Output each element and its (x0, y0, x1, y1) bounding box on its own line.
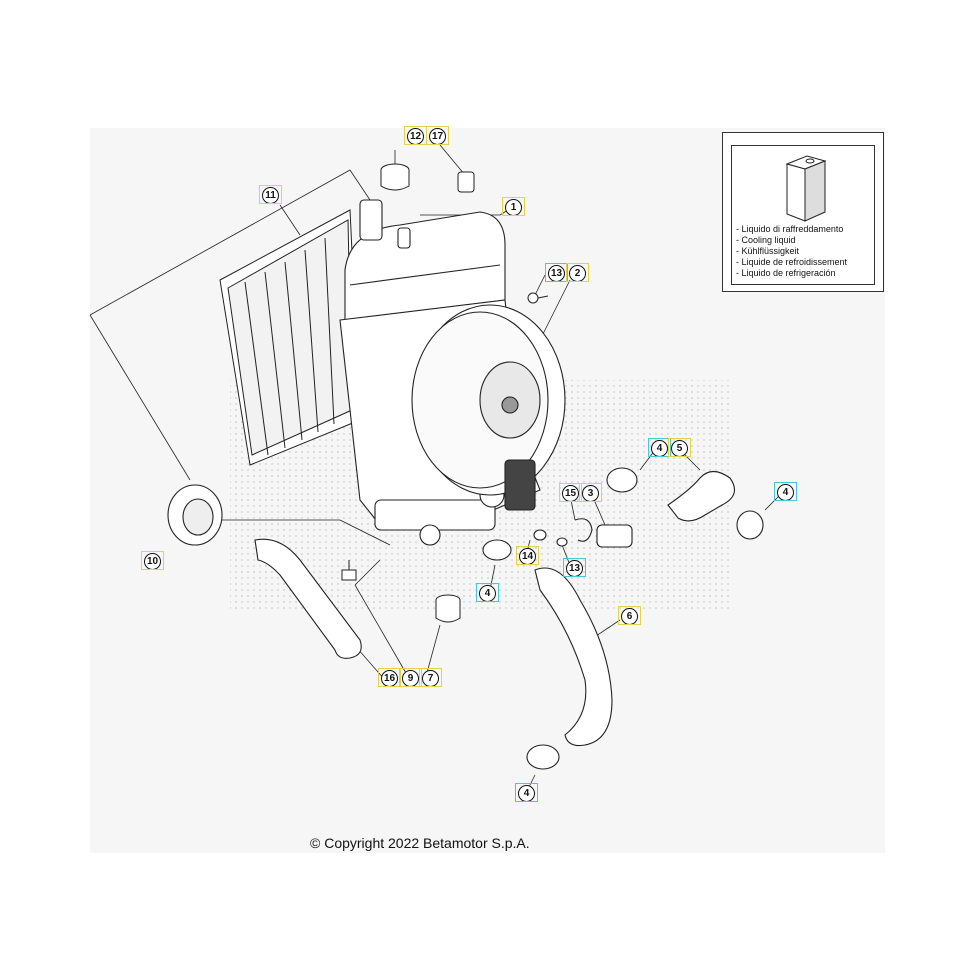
bolt (527, 292, 549, 304)
callout-c12: 12 (404, 126, 427, 145)
callout-number: 7 (422, 670, 439, 687)
callout-highlight (259, 185, 282, 204)
callout-highlight (668, 438, 691, 457)
callout-c13a: 13 (545, 263, 568, 282)
callout-highlight (648, 438, 671, 457)
callout-c5: 5 (668, 438, 691, 457)
callout-c14: 14 (516, 546, 539, 565)
callout-c17: 17 (426, 126, 449, 145)
callout-highlight (579, 483, 602, 502)
callout-highlight (515, 783, 538, 802)
callout-c13b: 13 (563, 558, 586, 577)
grommet-cap (380, 163, 410, 191)
callout-c11: 11 (259, 185, 282, 204)
callout-highlight (419, 668, 442, 687)
legend-line-english: - Cooling liquid (736, 235, 796, 245)
main-hose (534, 567, 613, 747)
legend-frame: - Liquido di raffreddamento - Cooling li… (731, 145, 875, 285)
legend-text: - Liquido di raffreddamento - Cooling li… (736, 224, 847, 279)
callout-highlight (378, 668, 401, 687)
callout-highlight (566, 263, 589, 282)
callout-c1: 1 (502, 197, 525, 216)
clip (457, 171, 475, 193)
callout-c4d: 4 (515, 783, 538, 802)
callout-highlight (563, 558, 586, 577)
lower-hose (254, 538, 362, 659)
fan-sensor (533, 518, 633, 548)
callout-highlight (618, 606, 641, 625)
callout-c10: 10 (141, 551, 164, 570)
hose-clamps (482, 467, 764, 770)
callout-c6: 6 (618, 606, 641, 625)
callout-c4a: 4 (648, 438, 671, 457)
expansion-tank (344, 199, 506, 321)
callout-c4c: 4 (476, 583, 499, 602)
rubber-spacer (435, 594, 461, 623)
callout-highlight (559, 483, 582, 502)
callout-number: 6 (621, 608, 638, 625)
callout-highlight (774, 482, 797, 501)
callout-highlight (399, 668, 422, 687)
callout-highlight (502, 197, 525, 216)
callout-highlight (545, 263, 568, 282)
legend-line-german: - Kühlflüssigkeit (736, 246, 800, 256)
callout-c15: 15 (559, 483, 582, 502)
callout-c7: 7 (419, 668, 442, 687)
coolant-bottle-icon (785, 155, 827, 222)
upper-hose (667, 470, 736, 522)
radiator-cap (167, 484, 223, 546)
copyright-notice: © Copyright 2022 Betamotor S.p.A. (310, 835, 530, 851)
callout-c16: 16 (378, 668, 401, 687)
callout-highlight (404, 126, 427, 145)
cooling-fan (411, 304, 566, 511)
radiator-core (219, 209, 361, 466)
callout-c2: 2 (566, 263, 589, 282)
coolant-legend: - Liquido di raffreddamento - Cooling li… (722, 132, 884, 292)
callout-highlight (426, 126, 449, 145)
callout-highlight (476, 583, 499, 602)
legend-line-spanish: - Liquido de refrigeración (736, 268, 836, 278)
callout-c3: 3 (579, 483, 602, 502)
callout-c4b: 4 (774, 482, 797, 501)
bolt (341, 560, 357, 581)
legend-line-italian: - Liquido di raffreddamento (736, 224, 844, 234)
callout-highlight (516, 546, 539, 565)
callout-highlight (141, 551, 164, 570)
callout-c9: 9 (399, 668, 422, 687)
legend-line-french: - Liquide de refroidissement (736, 257, 848, 267)
